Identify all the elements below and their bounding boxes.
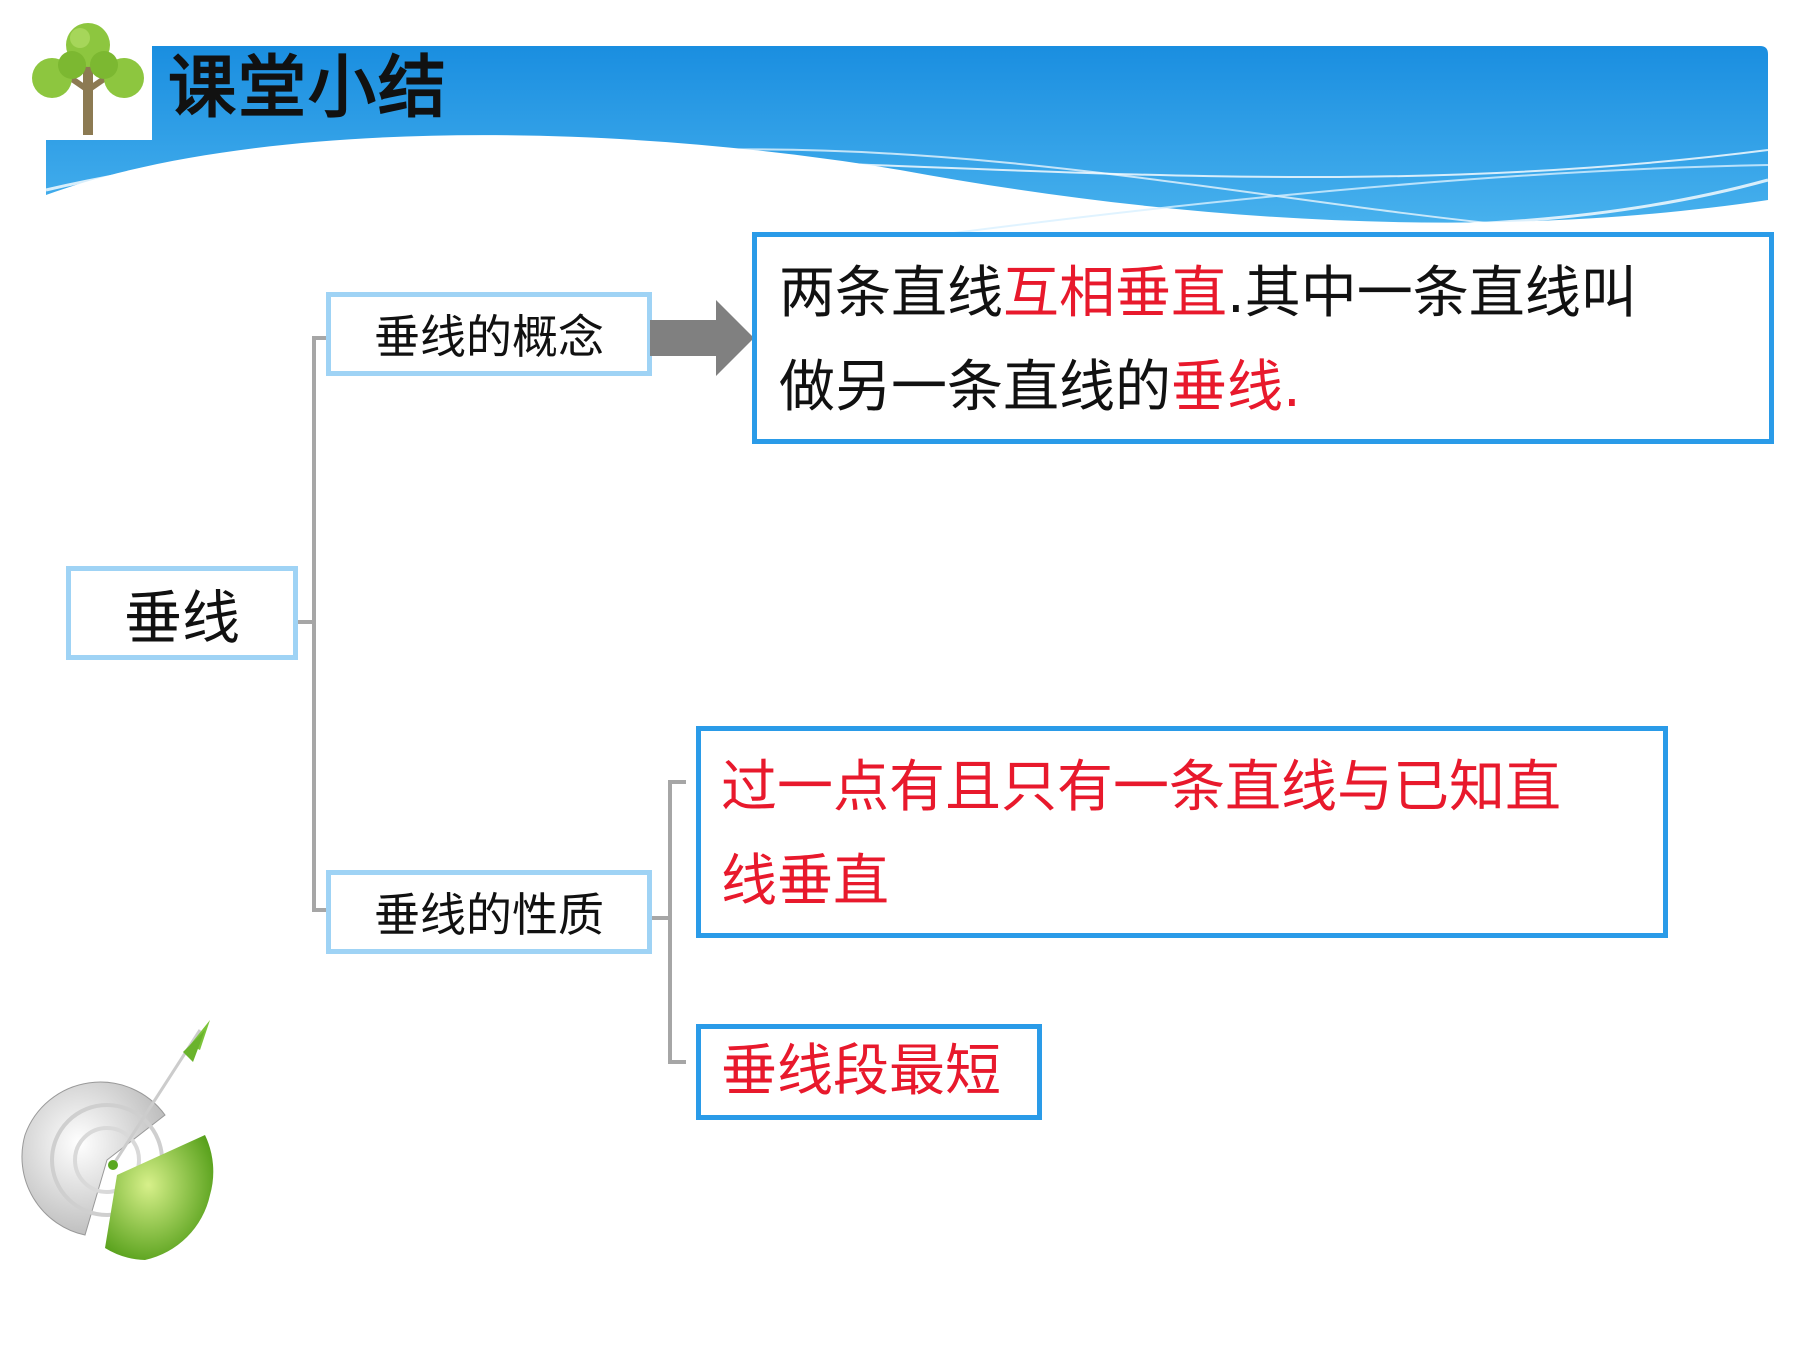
property-item-line: 过一点有且只有一条直线与已知直	[721, 755, 1561, 820]
definition-line-1: 两条直线互相垂直.其中一条直线叫	[779, 247, 1749, 341]
target-arrow-icon	[21, 1020, 214, 1260]
property-item-line: 垂线段最短	[721, 1039, 1001, 1104]
root-node: 垂线	[66, 566, 298, 660]
tree-icon	[22, 10, 152, 140]
property-item-box: 垂线段最短	[696, 1024, 1042, 1120]
definition-line-2: 做另一条直线的垂线.	[779, 341, 1749, 435]
property-node: 垂线的性质	[326, 870, 652, 954]
definition-text: 做另一条直线的	[779, 355, 1171, 420]
definition-highlight: 垂线	[1171, 355, 1283, 420]
header-banner	[45, 46, 1769, 260]
property-item-line: 线垂直	[721, 849, 889, 914]
definition-highlight: 互相垂直	[1003, 261, 1227, 326]
concept-node: 垂线的概念	[326, 292, 652, 376]
property-label: 垂线的性质	[374, 888, 604, 942]
page-title: 课堂小结	[168, 49, 449, 128]
definition-text: .其中一条直线叫	[1227, 261, 1637, 326]
right-arrow-icon	[650, 300, 754, 376]
definition-text: 两条直线	[779, 261, 1003, 326]
definition-text: .	[1283, 355, 1301, 420]
concept-label: 垂线的概念	[374, 310, 604, 364]
concept-definition-box: 两条直线互相垂直.其中一条直线叫 做另一条直线的垂线.	[752, 232, 1774, 444]
property-item-box: 过一点有且只有一条直线与已知直 线垂直	[696, 726, 1668, 938]
root-label: 垂线	[123, 584, 240, 652]
